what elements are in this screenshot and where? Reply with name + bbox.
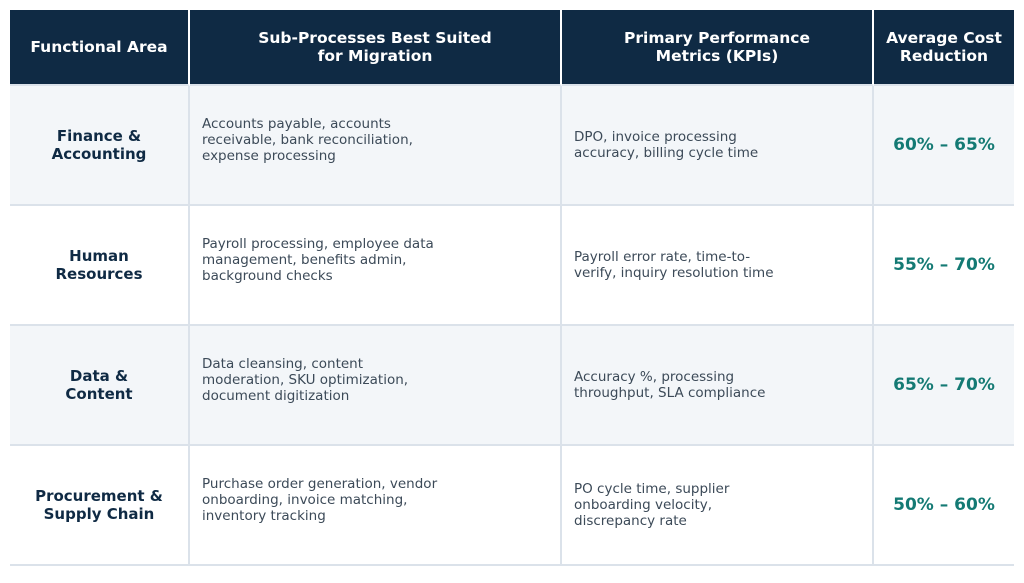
cost-reduction-value: 55% – 70%	[893, 255, 995, 275]
header-row: Functional Area Sub-Processes Best Suite…	[10, 10, 1014, 86]
table-row: Human Resources Payroll processing, empl…	[10, 206, 1014, 326]
functional-area-cell: Human Resources	[10, 206, 190, 326]
sub-processes-cell: Purchase order generation, vendor onboar…	[190, 446, 562, 566]
functional-area-cell: Data & Content	[10, 326, 190, 446]
cost-reduction-cell: 55% – 70%	[874, 206, 1014, 326]
kpis-text: DPO, invoice processing accuracy, billin…	[574, 129, 759, 161]
kpis-text: PO cycle time, supplier onboarding veloc…	[574, 481, 730, 529]
table-body: Finance & Accounting Accounts payable, a…	[10, 86, 1014, 566]
functional-area-text: Human Resources	[55, 247, 143, 283]
functional-area-text: Finance & Accounting	[51, 127, 147, 163]
sub-processes-cell: Data cleansing, content moderation, SKU …	[190, 326, 562, 446]
table-header: Functional Area Sub-Processes Best Suite…	[10, 10, 1014, 86]
functional-area-cell: Procurement & Supply Chain	[10, 446, 190, 566]
cost-reduction-cell: 65% – 70%	[874, 326, 1014, 446]
sub-processes-text: Payroll processing, employee data manage…	[202, 236, 434, 284]
table-frame: Functional Area Sub-Processes Best Suite…	[10, 10, 1014, 575]
cost-reduction-value: 65% – 70%	[893, 375, 995, 395]
cost-reduction-value: 50% – 60%	[893, 495, 995, 515]
kpis-text: Accuracy %, processing throughput, SLA c…	[574, 369, 766, 401]
functional-area-text: Procurement & Supply Chain	[35, 487, 163, 523]
kpis-cell: Payroll error rate, time-to- verify, inq…	[562, 206, 874, 326]
table-row: Procurement & Supply Chain Purchase orde…	[10, 446, 1014, 566]
kpis-text: Payroll error rate, time-to- verify, inq…	[574, 249, 774, 281]
kpis-cell: DPO, invoice processing accuracy, billin…	[562, 86, 874, 206]
kpis-cell: PO cycle time, supplier onboarding veloc…	[562, 446, 874, 566]
sub-processes-text: Data cleansing, content moderation, SKU …	[202, 356, 409, 404]
functional-area-cell: Finance & Accounting	[10, 86, 190, 206]
sub-processes-cell: Payroll processing, employee data manage…	[190, 206, 562, 326]
header-sub-processes: Sub-Processes Best Suited for Migration	[190, 10, 562, 86]
cost-reduction-table: Functional Area Sub-Processes Best Suite…	[10, 10, 1014, 566]
cost-reduction-cell: 50% – 60%	[874, 446, 1014, 566]
cost-reduction-value: 60% – 65%	[893, 135, 995, 155]
functional-area-text: Data & Content	[65, 367, 133, 403]
header-cost-reduction: Average Cost Reduction	[874, 10, 1014, 86]
table-row: Data & Content Data cleansing, content m…	[10, 326, 1014, 446]
table-row: Finance & Accounting Accounts payable, a…	[10, 86, 1014, 206]
sub-processes-text: Purchase order generation, vendor onboar…	[202, 476, 438, 524]
cost-reduction-cell: 60% – 65%	[874, 86, 1014, 206]
sub-processes-cell: Accounts payable, accounts receivable, b…	[190, 86, 562, 206]
kpis-cell: Accuracy %, processing throughput, SLA c…	[562, 326, 874, 446]
sub-processes-text: Accounts payable, accounts receivable, b…	[202, 116, 413, 164]
header-functional-area: Functional Area	[10, 10, 190, 86]
header-kpis: Primary Performance Metrics (KPIs)	[562, 10, 874, 86]
